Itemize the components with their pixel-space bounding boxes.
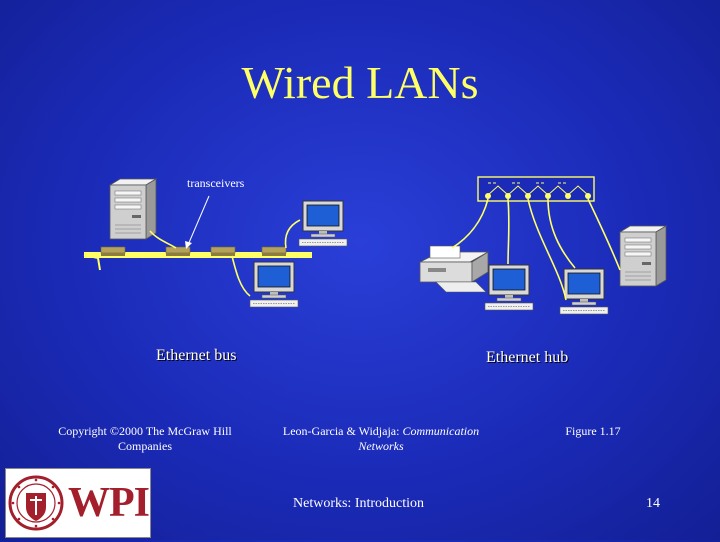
drop-cable <box>231 255 251 297</box>
workstation-monitor-icon <box>298 200 348 247</box>
citation-authors: Leon-Garcia & Widjaja: <box>282 424 400 438</box>
workstation-monitor-icon <box>484 264 534 311</box>
page-number: 14 <box>646 496 660 511</box>
ethernet-bus-label: Ethernet bus <box>156 347 237 364</box>
drop-cable <box>149 230 177 249</box>
workstation-monitor-icon <box>559 268 609 315</box>
drop-cable <box>284 219 301 249</box>
footer-center-text: Networks: Introduction <box>293 496 425 511</box>
ethernet-bus-diagram <box>83 178 348 308</box>
transceiver-icon <box>261 246 287 257</box>
server-tower-icon <box>109 178 157 240</box>
wpi-seal-icon <box>8 475 64 531</box>
hub-internal-wiring <box>487 182 589 196</box>
transceivers-pointer <box>187 195 210 246</box>
citation-text: Leon-Garcia & Widjaja: Communication Net… <box>278 424 484 454</box>
wpi-logo-text: WPI <box>68 480 150 526</box>
transceiver-icon <box>210 246 236 257</box>
pointer-arrowhead <box>185 241 192 249</box>
ethernet-hub-label: Ethernet hub <box>486 349 569 366</box>
transceivers-label: transceivers <box>187 176 245 190</box>
wpi-logo: WPI <box>5 468 151 538</box>
ethernet-hub-diagram <box>419 176 667 315</box>
copyright-text: Copyright ©2000 The McGraw Hill Companie… <box>58 424 232 453</box>
bus-terminator <box>83 254 101 271</box>
transceiver-icon <box>100 246 126 257</box>
slide-title: Wired LANs <box>241 57 479 108</box>
citation-title: Communication Networks <box>358 424 480 453</box>
printer-icon <box>419 245 490 293</box>
server-tower-icon <box>619 225 667 287</box>
hub-ports <box>485 193 591 199</box>
figure-number: Figure 1.17 <box>565 424 621 438</box>
hub-cables <box>451 198 621 301</box>
workstation-monitor-icon <box>249 261 299 308</box>
